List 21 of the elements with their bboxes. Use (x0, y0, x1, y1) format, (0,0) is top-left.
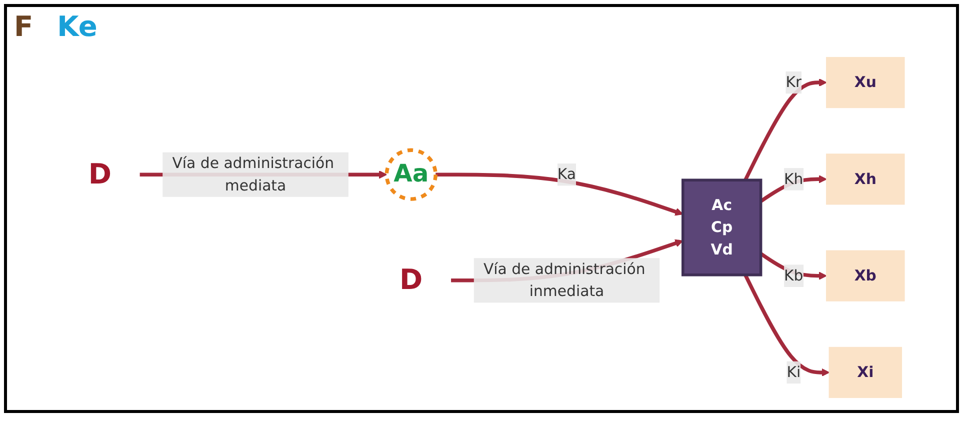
node-text: D (400, 264, 423, 297)
arrow (760, 175, 827, 203)
edge-label: Kh (784, 170, 804, 188)
edge-label: Ka (558, 165, 576, 183)
node-box: Ac Cp Vd (682, 178, 762, 276)
edge-label: Kr (786, 73, 802, 91)
arrow (436, 172, 684, 216)
arrow (744, 274, 830, 377)
node-box: Xb (826, 250, 905, 302)
node-box: Xi (828, 346, 902, 398)
edge-label: Vía de administración mediata (172, 154, 334, 194)
rate-constant-label: F (14, 10, 34, 43)
edge-label: Ki (786, 363, 801, 381)
edge-label: Kb (784, 266, 804, 284)
arrow (744, 78, 827, 181)
rate-constant-label: Ke (57, 10, 98, 43)
node-box: Xh (826, 154, 905, 205)
node-box: Xu (826, 56, 905, 108)
node-circle: Aa (384, 148, 438, 201)
node-text: D (88, 158, 112, 191)
edge-label: Vía de administración inmediata (484, 260, 646, 300)
